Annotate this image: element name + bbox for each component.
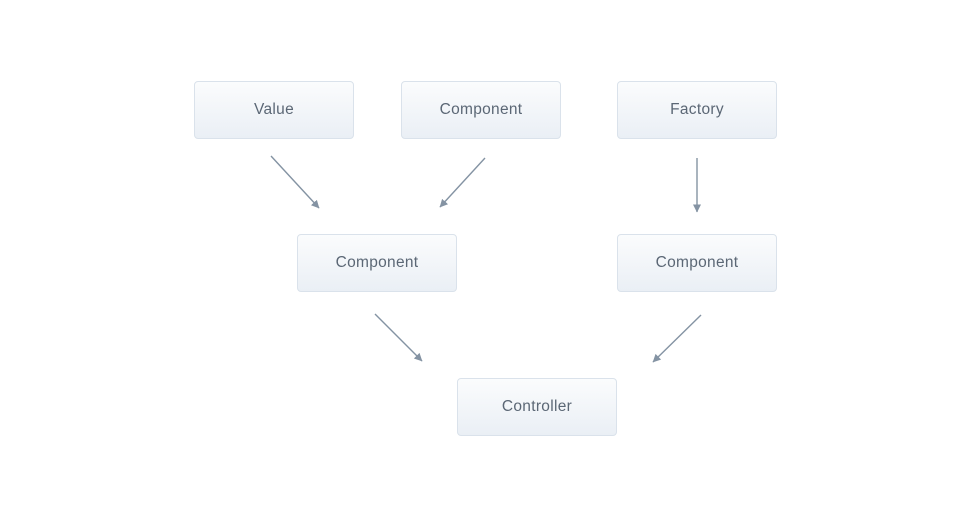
node-label-factory: Factory	[670, 101, 724, 119]
node-label-component-left: Component	[335, 254, 419, 272]
node-controller: Controller	[457, 378, 617, 436]
node-component-right: Component	[617, 234, 777, 292]
node-label-value: Value	[254, 101, 294, 119]
node-label-component-top: Component	[439, 101, 523, 119]
node-component-left: Component	[297, 234, 457, 292]
arrow-component-left-to-controller	[374, 313, 423, 362]
arrow-component-right-to-controller	[652, 314, 702, 363]
node-label-component-right: Component	[655, 254, 739, 272]
node-value: Value	[194, 81, 354, 139]
arrows-group	[270, 155, 702, 363]
arrow-value-to-component-left	[270, 155, 320, 209]
arrow-component-top-to-component-left	[439, 157, 486, 208]
node-component-top: Component	[401, 81, 561, 139]
node-factory: Factory	[617, 81, 777, 139]
node-label-controller: Controller	[501, 398, 573, 416]
